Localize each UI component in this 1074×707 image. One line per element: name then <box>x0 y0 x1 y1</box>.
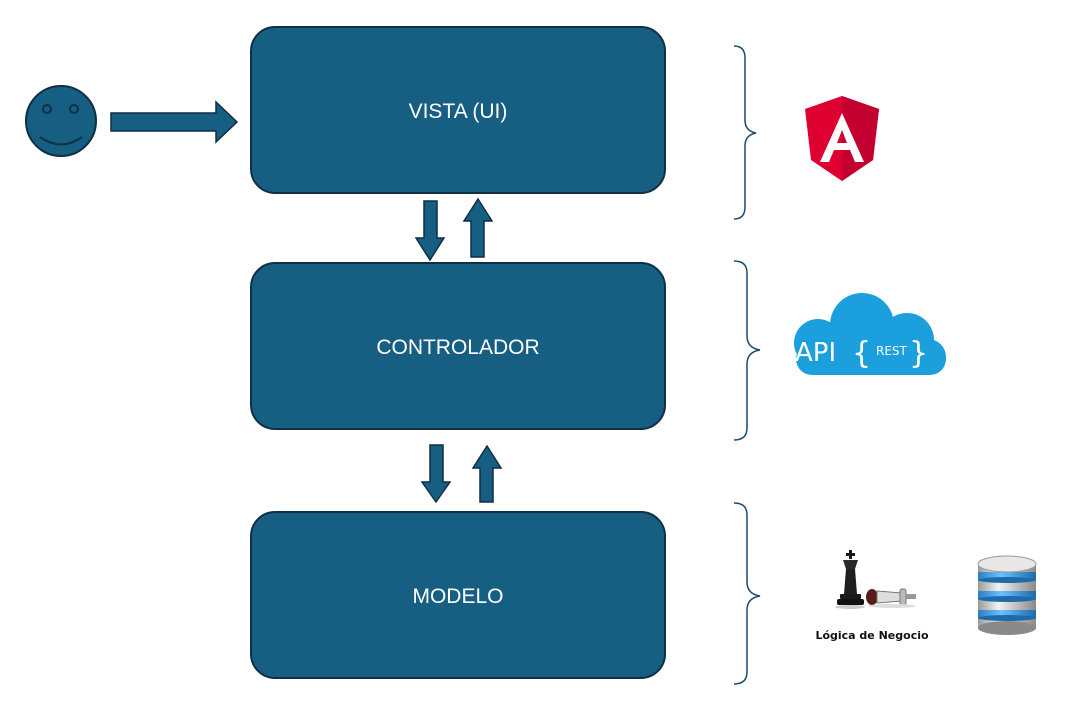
chess-pieces-icon <box>835 550 916 609</box>
layer-box-controlador: CONTROLADOR <box>250 262 666 430</box>
layer-box-modelo: MODELO <box>250 511 666 679</box>
layer-label: VISTA (UI) <box>409 100 508 123</box>
angular-logo-icon <box>805 96 879 181</box>
brace-modelo <box>733 502 761 685</box>
layer-label: CONTROLADOR <box>376 336 539 359</box>
api-logo-brace-open: { <box>852 336 871 371</box>
api-logo-sub: REST <box>876 344 908 358</box>
model-logic-caption: Lógica de Negocio <box>815 629 929 642</box>
brace-controlador <box>733 260 761 441</box>
brace-vista <box>733 45 757 220</box>
model-to-controller-arrow <box>471 444 503 503</box>
layer-label: MODELO <box>412 585 503 608</box>
view-to-controller-arrow <box>414 200 446 262</box>
database-icon <box>977 555 1037 635</box>
api-rest-cloud-icon: API { REST } <box>794 293 946 375</box>
smiley-face-icon <box>25 85 97 157</box>
api-logo-brace-close: } <box>909 336 928 371</box>
controller-to-model-arrow <box>420 444 452 504</box>
controller-to-view-arrow <box>462 197 494 258</box>
api-logo-main: API <box>795 338 836 368</box>
layer-box-vista: VISTA (UI) <box>250 26 666 194</box>
user-to-view-arrow <box>110 100 239 144</box>
